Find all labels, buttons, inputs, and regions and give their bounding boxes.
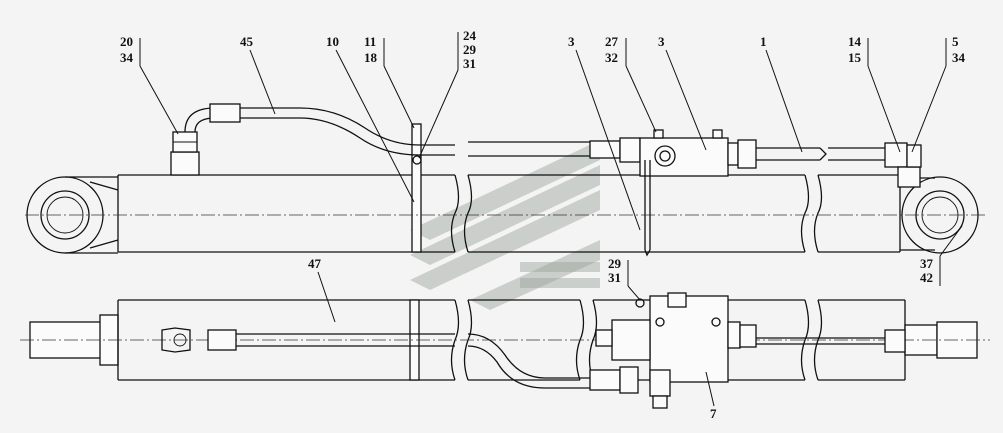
svg-text:3: 3 [658,34,665,49]
callout-27-32: 27 32 [605,34,657,133]
svg-text:31: 31 [463,56,476,71]
svg-text:11: 11 [364,34,376,49]
svg-text:45: 45 [240,34,254,49]
svg-text:20: 20 [120,34,133,49]
left-port-fitting [170,131,200,176]
callout-29-31: 29 31 [608,256,641,301]
hydraulic-tube-45 [184,103,590,157]
callout-20-34: 20 34 [120,34,179,135]
valve-block-top [589,129,885,257]
svg-text:3: 3 [568,34,575,49]
svg-text:1: 1 [760,34,767,49]
callout-3b: 3 [658,34,707,151]
svg-text:5: 5 [952,34,959,49]
callout-3a: 3 [568,34,641,231]
svg-text:37: 37 [920,256,934,271]
svg-text:31: 31 [608,270,621,285]
svg-text:29: 29 [608,256,622,271]
callout-1: 1 [760,34,803,153]
svg-text:7: 7 [710,406,717,421]
bottom-view [20,292,990,409]
valve-block-bottom [589,292,906,409]
callout-47: 47 [308,256,336,323]
callout-45: 45 [240,34,276,115]
callout-11-18: 11 18 [364,34,415,129]
hydraulic-tube-47 [161,327,590,389]
svg-text:27: 27 [605,34,619,49]
svg-text:34: 34 [952,50,966,65]
svg-text:10: 10 [326,34,339,49]
svg-text:15: 15 [848,50,862,65]
svg-text:42: 42 [920,270,933,285]
svg-text:24: 24 [463,28,477,43]
right-port-fitting [884,142,922,188]
svg-text:34: 34 [120,50,134,65]
callout-37-42: 37 42 [920,225,963,286]
svg-text:32: 32 [605,50,618,65]
callout-5-34: 5 34 [911,34,966,153]
callout-14-15: 14 15 [848,34,901,153]
callout-7: 7 [705,371,717,421]
svg-text:18: 18 [364,50,378,65]
tube-clamp [411,123,422,253]
svg-text:47: 47 [308,256,322,271]
watermark-logo [410,140,600,310]
svg-text:14: 14 [848,34,862,49]
callout-10: 10 [326,34,415,203]
svg-text:29: 29 [463,42,477,57]
callout-24-29-31: 24 29 31 [418,28,477,159]
top-view [25,103,985,257]
